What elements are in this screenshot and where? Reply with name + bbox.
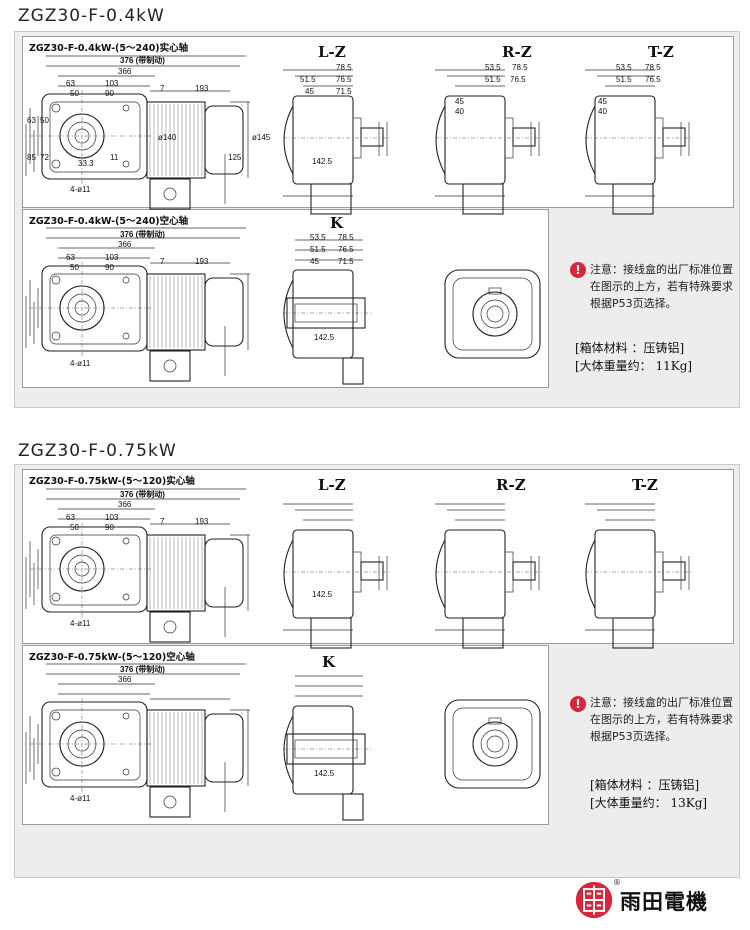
lz-76: 76.5 bbox=[336, 75, 352, 84]
view-label-tz-1: T-Z bbox=[648, 43, 674, 61]
dim-hole: 4-ø11 bbox=[70, 359, 91, 368]
warning-icon: ! bbox=[570, 696, 586, 712]
view-label-lz-2: L-Z bbox=[318, 476, 346, 494]
view-label-lz-1: L-Z bbox=[318, 43, 346, 61]
k-45: 45 bbox=[310, 257, 319, 266]
dim-103: 103 bbox=[105, 79, 119, 88]
tz-76: 76.5 bbox=[645, 75, 661, 84]
dim-72: 72 bbox=[40, 153, 49, 162]
lz-142: 142.5 bbox=[312, 157, 333, 166]
dim-145: ø145 bbox=[252, 133, 271, 142]
dim-total: 376 (带制动) bbox=[120, 664, 165, 674]
dim-63: 63 bbox=[66, 79, 75, 88]
material-spec-1: [箱体材料 ：压铸铝] bbox=[575, 341, 685, 355]
dim-total: 376 (带制动) bbox=[120, 489, 165, 499]
tz-78: 78.5 bbox=[645, 63, 661, 72]
lz-71: 71.5 bbox=[336, 87, 352, 96]
lz-142: 142.5 bbox=[312, 590, 333, 599]
dim-366: 366 bbox=[118, 675, 132, 684]
rz-40: 40 bbox=[455, 107, 464, 116]
dim-366: 366 bbox=[118, 67, 132, 76]
registered-mark: ® bbox=[613, 878, 621, 887]
dim-50: 50 bbox=[70, 523, 79, 532]
lz-45: 45 bbox=[305, 87, 314, 96]
view-label-rz-1: R-Z bbox=[502, 43, 532, 61]
view-label-tz-2: T-Z bbox=[632, 476, 658, 494]
dim-total: 376 (带制动) bbox=[120, 229, 165, 239]
warning-icon: ! bbox=[570, 262, 586, 278]
dim-50: 50 bbox=[70, 263, 79, 272]
dim-103: 103 bbox=[105, 253, 119, 262]
k-142: 142.5 bbox=[314, 333, 335, 342]
rz-45: 45 bbox=[455, 97, 464, 106]
dim-total: 376 (带制动) bbox=[120, 55, 165, 65]
weight-spec-2: [大体重量约： 13Kg] bbox=[590, 796, 708, 810]
dim-366: 366 bbox=[118, 500, 132, 509]
solid-shaft-panel-2: ZGZ30-F-0.75kW-(5～120)实心轴 bbox=[22, 469, 734, 644]
dim-50: 50 bbox=[70, 89, 79, 98]
tz-51: 51.5 bbox=[616, 75, 632, 84]
dim-7: 7 bbox=[160, 84, 165, 93]
dim-366: 366 bbox=[118, 240, 132, 249]
k-71: 71.5 bbox=[338, 257, 354, 266]
section-title-1: ZGZ30-F-0.4kW bbox=[18, 6, 165, 26]
k-78: 78.5 bbox=[338, 233, 354, 242]
lz-51: 51.5 bbox=[300, 75, 316, 84]
dim-85: 85 bbox=[27, 153, 36, 162]
dim-103: 103 bbox=[105, 513, 119, 522]
dim-11: 11 bbox=[110, 153, 119, 162]
dimensions-solid-2: 376 (带制动) 366 63 103 50 90 7 193 4-ø11 1… bbox=[66, 489, 333, 628]
dim-hole: 4-ø11 bbox=[70, 794, 91, 803]
weight-spec-1: [大体重量约： 11Kg] bbox=[575, 359, 693, 373]
material-spec-2: [箱体材料 ：压铸铝] bbox=[590, 778, 700, 792]
brand-logo-icon bbox=[575, 881, 613, 919]
dim-63: 63 bbox=[66, 513, 75, 522]
side-view-dims-1: 78.5 51.5 76.5 45 71.5 142.5 53.5 51.5 7… bbox=[300, 63, 661, 166]
dim-193: 193 bbox=[195, 517, 209, 526]
dim-hole: 4-ø11 bbox=[70, 619, 91, 628]
k-53: 53.5 bbox=[310, 233, 326, 242]
panel-title: ZGZ30-F-0.75kW-(5～120)空心轴 bbox=[29, 652, 195, 663]
rz-53: 53.5 bbox=[485, 63, 501, 72]
dim-7: 7 bbox=[160, 257, 165, 266]
rz-51: 51.5 bbox=[485, 75, 501, 84]
note-text-2: 注意：接线盒的出厂标准位置在图示的上方，若有特殊要求根据P53页选择。 bbox=[590, 696, 733, 743]
k-51: 51.5 bbox=[310, 245, 326, 254]
view-label-k-2: K bbox=[322, 653, 336, 671]
dim-h50: 50 bbox=[40, 116, 49, 125]
lz-78: 78.5 bbox=[336, 63, 352, 72]
panel-title: ZGZ30-F-0.4kW-(5～240)实心轴 bbox=[29, 43, 189, 54]
dim-33: 33.3 bbox=[78, 159, 94, 168]
dim-90: 90 bbox=[105, 523, 114, 532]
k-76: 76.5 bbox=[338, 245, 354, 254]
tz-40: 40 bbox=[598, 107, 607, 116]
dim-90: 90 bbox=[105, 89, 114, 98]
dim-63: 63 bbox=[66, 253, 75, 262]
rz-76: 76.5 bbox=[510, 75, 526, 84]
view-label-rz-2: R-Z bbox=[496, 476, 526, 494]
dim-193: 193 bbox=[195, 257, 209, 266]
note-text-1: 注意：接线盒的出厂标准位置在图示的上方，若有特殊要求根据P53页选择。 bbox=[590, 263, 733, 310]
tz-45: 45 bbox=[598, 97, 607, 106]
tz-53: 53.5 bbox=[616, 63, 632, 72]
panel-title: ZGZ30-F-0.75kW-(5～120)实心轴 bbox=[29, 476, 195, 487]
view-label-k-1: K bbox=[330, 214, 344, 232]
dim-7: 7 bbox=[160, 517, 165, 526]
dim-h63: 63 bbox=[27, 116, 36, 125]
hollow-dims-1: 376 (带制动) 366 63 103 50 90 7 193 4-ø11 5… bbox=[66, 229, 354, 368]
dim-hole: 4-ø11 bbox=[70, 185, 91, 194]
section-title-2: ZGZ30-F-0.75kW bbox=[18, 441, 177, 461]
panel-title: ZGZ30-F-0.4kW-(5～240)空心轴 bbox=[29, 216, 189, 227]
dimensions-solid-1: 376 (带制动) 366 63 103 50 90 7 193 33.3 11… bbox=[27, 55, 271, 194]
dim-90: 90 bbox=[105, 263, 114, 272]
hollow-dims-2: 376 (带制动) 366 4-ø11 142.5 bbox=[70, 664, 335, 803]
rz-78: 78.5 bbox=[512, 63, 528, 72]
brand-name: 雨田電機 bbox=[620, 890, 708, 914]
dim-193: 193 bbox=[195, 84, 209, 93]
dim-125: 125 bbox=[228, 153, 242, 162]
dim-140: ø140 bbox=[158, 133, 177, 142]
k-142: 142.5 bbox=[314, 769, 335, 778]
